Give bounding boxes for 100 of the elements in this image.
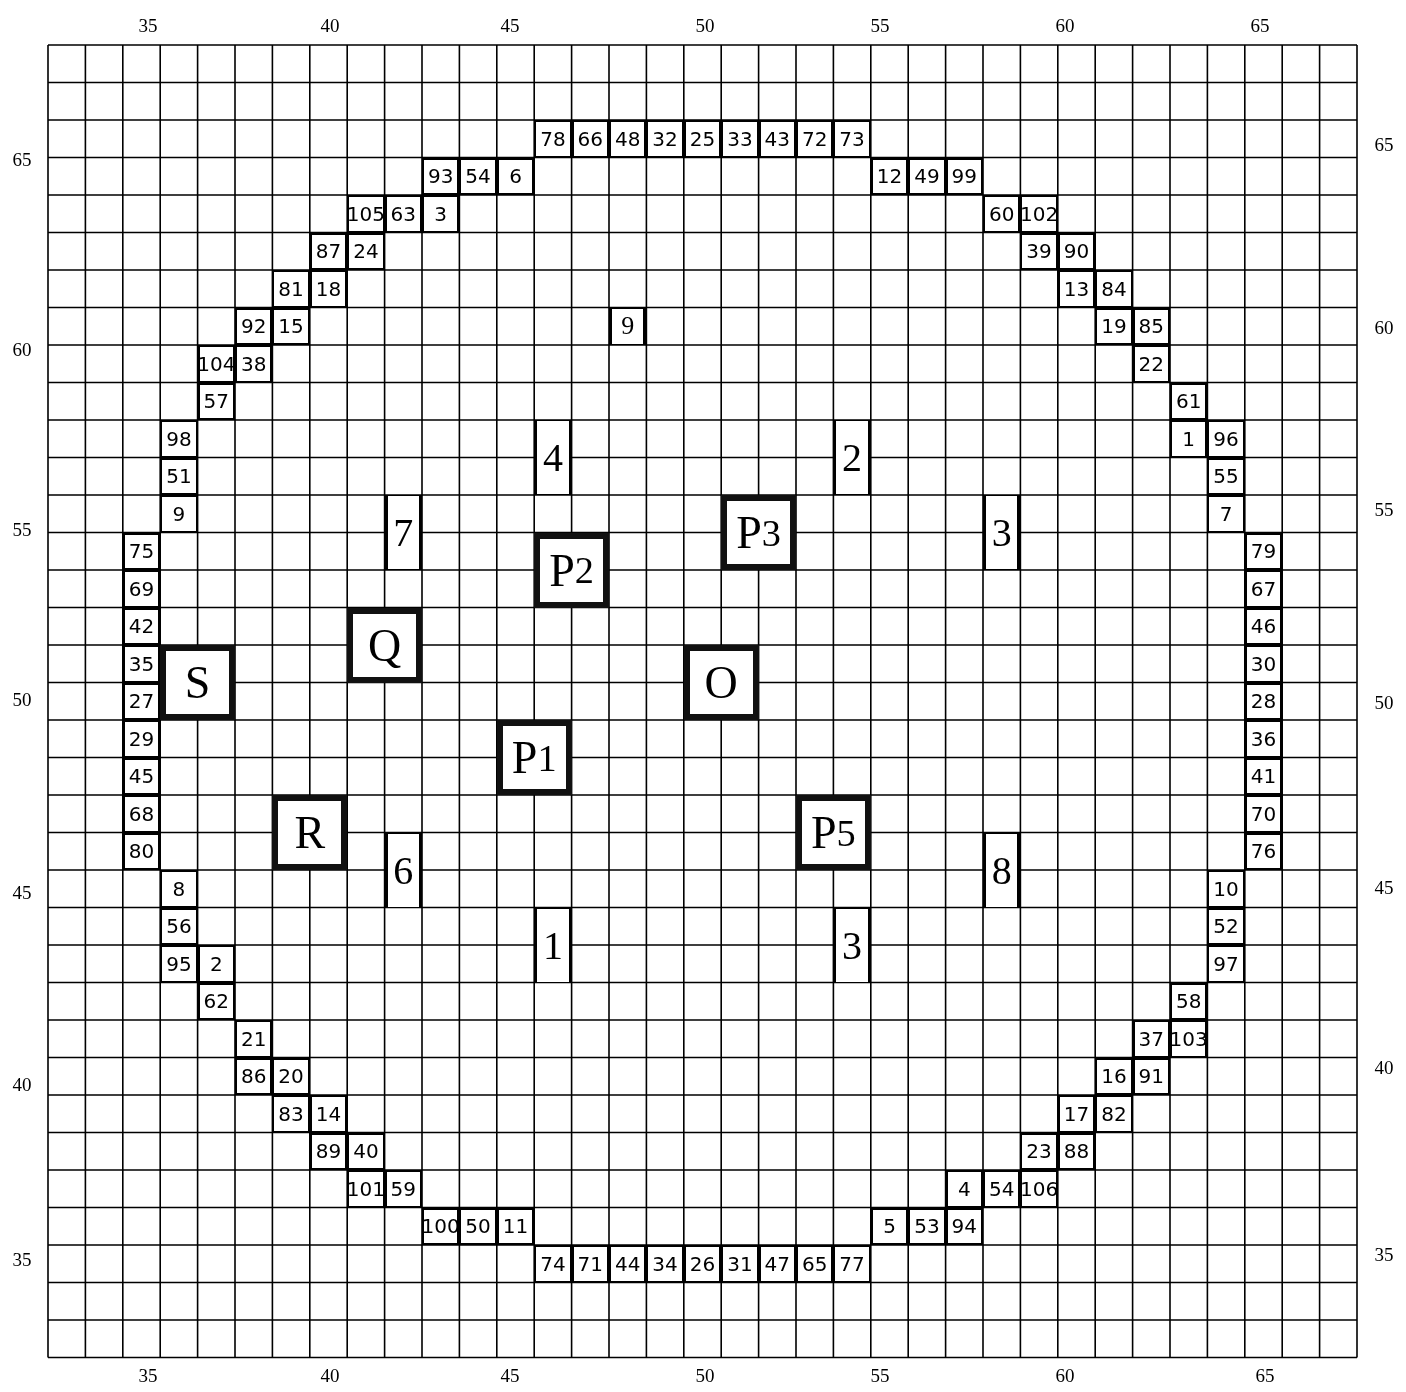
number-label: 96 [1207,420,1245,458]
number-label: 63 [384,195,422,233]
number-label: 70 [1244,795,1283,833]
number-label: 56 [160,907,198,945]
number-label: 18 [309,270,348,308]
number-label: 34 [646,1245,684,1283]
number-label: 93 [422,157,460,195]
axis-number: 35 [138,1365,158,1387]
number-label: 53 [908,1207,946,1245]
number-label: 49 [908,157,946,195]
axis-number: 55 [12,519,32,541]
number-label: 98 [160,420,198,458]
axis-number: 40 [320,1365,340,1387]
number-label: 14 [309,1095,348,1133]
number-label: 2 [197,945,235,983]
number-label: 21 [235,1020,273,1058]
number-label: 4 [945,1170,983,1208]
letter-box: O [683,645,759,720]
number-label: 69 [122,570,161,608]
number-label: 95 [160,945,198,983]
axis-number: 35 [138,15,158,37]
number-label: 52 [1207,907,1245,945]
number-label: 19 [1095,307,1133,345]
letter-box: S [160,645,235,720]
number-label: 33 [721,120,759,158]
number-label: 24 [347,232,385,270]
number-label: 39 [1020,232,1058,270]
number-label: 36 [1244,720,1283,758]
number-label: 25 [683,120,722,158]
axis-number: 65 [12,149,32,171]
number-label: 71 [571,1245,609,1283]
region-number: 6 [384,832,422,908]
number-label: 83 [272,1095,310,1133]
axis-number: 60 [1055,15,1075,37]
number-label: 3 [422,195,460,233]
number-label: 54 [459,157,497,195]
number-label: 73 [833,120,871,158]
axis-number: 60 [1374,317,1394,339]
number-label: 106 [1020,1170,1058,1208]
region-number: 2 [833,420,871,495]
axis-number: 65 [1250,15,1270,37]
number-label: 13 [1057,270,1096,308]
number-label: 47 [758,1245,796,1283]
number-label: 77 [833,1245,871,1283]
axis-number: 55 [1374,499,1394,521]
axis-number: 55 [870,1365,890,1387]
number-label: 1 [1170,420,1208,458]
number-label: 66 [571,120,609,158]
axis-number: 60 [12,339,32,361]
number-label: 100 [422,1207,460,1245]
number-label: 60 [983,195,1021,233]
number-label: 51 [160,457,198,495]
number-label: 58 [1170,982,1208,1020]
number-label: 37 [1132,1020,1170,1058]
number-label: 82 [1095,1095,1133,1133]
region-number: 7 [384,495,422,570]
axis-number: 60 [1055,1365,1075,1387]
number-label: 103 [1170,1020,1208,1058]
number-label: 72 [796,120,834,158]
number-label: 32 [646,120,684,158]
letter-box: Q [347,607,422,683]
number-label: 92 [235,307,273,345]
letter-box: R [272,795,348,870]
axis-number: 50 [695,1365,715,1387]
number-label: 65 [796,1245,834,1283]
axis-number: 35 [12,1249,32,1271]
region-number: 3 [833,907,871,983]
axis-number: 45 [12,882,32,904]
axis-number: 45 [500,1365,520,1387]
number-label: 97 [1207,945,1245,983]
axis-number: 40 [1374,1057,1394,1079]
number-label: 30 [1244,645,1283,683]
number-label: 29 [122,720,161,758]
axis-number: 45 [1374,877,1394,899]
number-label: 8 [160,870,198,908]
axis-number: 65 [1374,134,1394,156]
number-label: 22 [1132,345,1170,383]
axis-number: 45 [500,15,520,37]
number-label: 78 [534,120,572,158]
number-label: 67 [1244,570,1283,608]
number-label: 104 [197,345,235,383]
number-label: 74 [534,1245,572,1283]
number-label: 61 [1170,382,1208,420]
number-label: 23 [1020,1132,1058,1170]
number-label: 59 [384,1170,422,1208]
number-label: 84 [1095,270,1133,308]
number-label: 9 [160,495,198,533]
axis-number: 40 [12,1074,32,1096]
number-label: 38 [235,345,273,383]
number-label: 68 [122,795,161,833]
number-label: 20 [272,1057,310,1095]
number-label: 35 [122,645,161,683]
number-label: 101 [347,1170,385,1208]
number-label: 17 [1057,1095,1096,1133]
number-label: 86 [235,1057,273,1095]
axis-number: 65 [1255,1365,1275,1387]
axis-number: 55 [870,15,890,37]
number-label: 44 [609,1245,647,1283]
number-label: 81 [272,270,310,308]
region-number: 3 [983,495,1021,570]
